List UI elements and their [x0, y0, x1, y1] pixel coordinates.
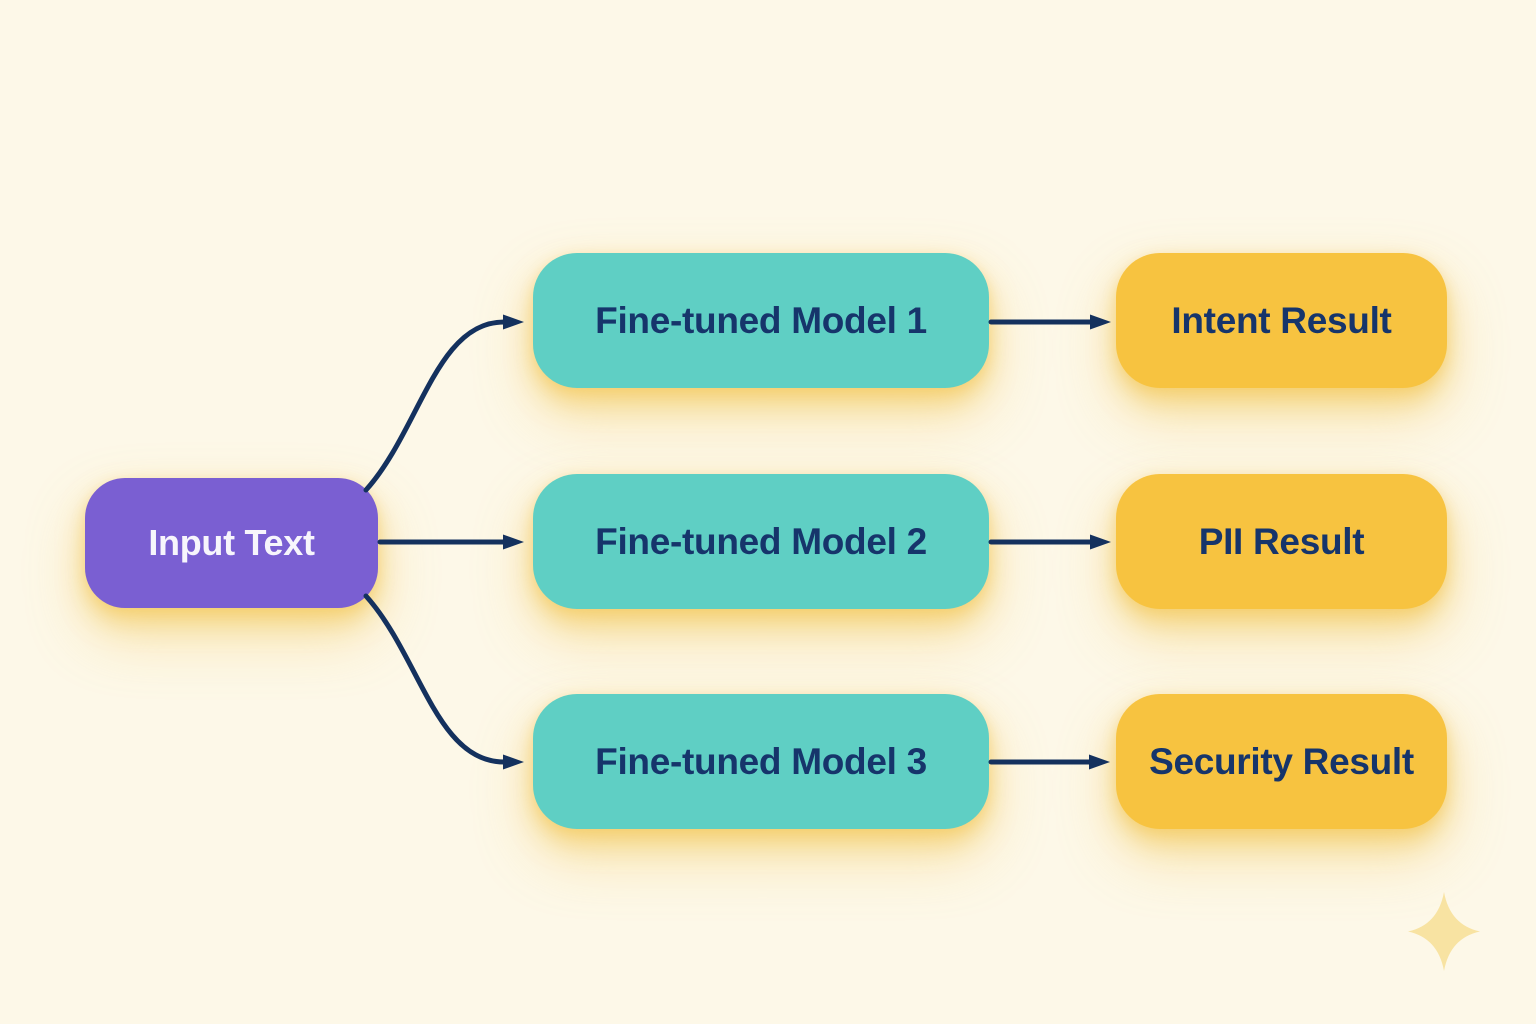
arrow-input-to-model-3 — [363, 593, 524, 770]
node-pii-result-label: PII Result — [1198, 520, 1365, 562]
arrow-input-to-model-1 — [363, 314, 524, 493]
node-intent-result-label: Intent Result — [1171, 299, 1392, 341]
node-security-result: Security Result — [1116, 694, 1447, 829]
node-fine-tuned-model-2: Fine-tuned Model 2 — [533, 474, 989, 609]
node-fine-tuned-model-1: Fine-tuned Model 1 — [533, 253, 989, 388]
sparkle-shape — [1408, 892, 1480, 971]
node-fine-tuned-model-3: Fine-tuned Model 3 — [533, 694, 989, 829]
node-fine-tuned-model-3-label: Fine-tuned Model 3 — [595, 740, 927, 782]
node-input-text: Input Text — [85, 478, 378, 608]
node-pii-result: PII Result — [1116, 474, 1447, 609]
node-security-result-label: Security Result — [1149, 740, 1414, 782]
node-input-text-label: Input Text — [148, 522, 315, 563]
node-intent-result: Intent Result — [1116, 253, 1447, 388]
sparkle-icon — [1408, 892, 1480, 971]
node-fine-tuned-model-1-label: Fine-tuned Model 1 — [595, 299, 927, 341]
node-fine-tuned-model-2-label: Fine-tuned Model 2 — [595, 520, 927, 562]
